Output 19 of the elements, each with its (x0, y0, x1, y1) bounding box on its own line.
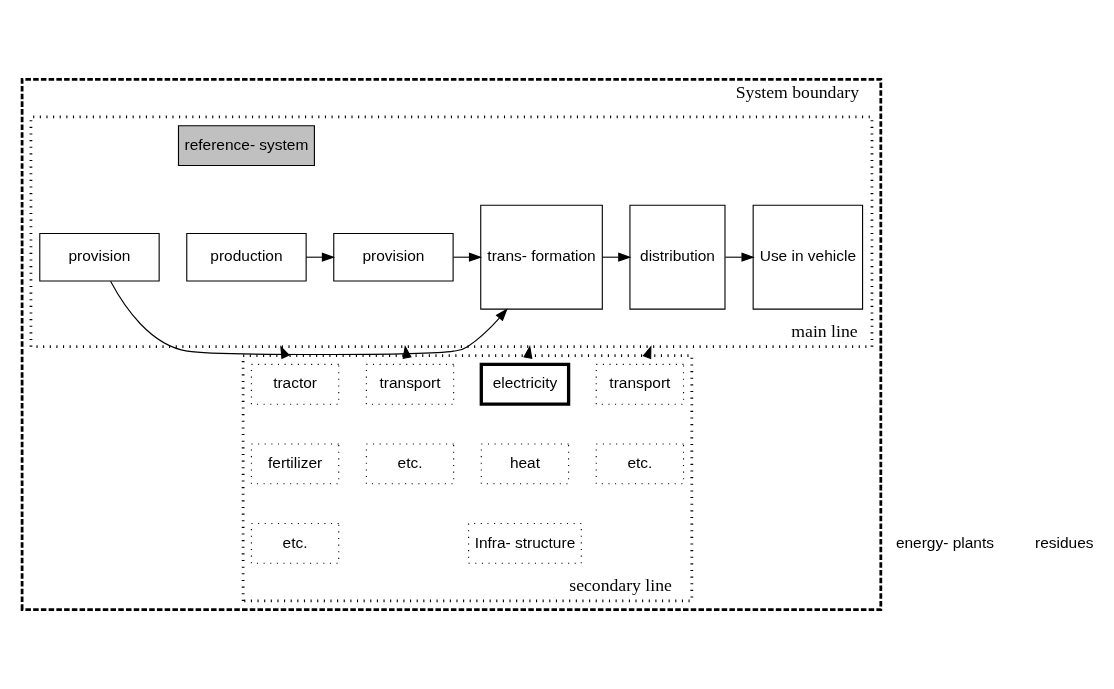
node-box: reference- system (177, 125, 315, 166)
node-box: etc. (365, 443, 455, 485)
node-box: provision (333, 232, 454, 282)
node-box: production (186, 232, 307, 282)
node-box: transport (595, 363, 685, 405)
node-box: etc. (595, 443, 685, 485)
label: residues (1035, 533, 1094, 551)
node-box: Infra- structure (468, 523, 582, 564)
node-box: transport (365, 363, 455, 405)
node-box: Use in vehicle (752, 204, 864, 310)
node-box: electricity (479, 362, 571, 406)
label: energy- plants (895, 533, 994, 551)
node-box: heat (480, 443, 570, 485)
node-box: tractor (250, 363, 340, 405)
node-box: etc. (250, 523, 340, 564)
node-box: trans- formation (480, 204, 603, 310)
node-box: fertilizer (250, 443, 340, 485)
node-box: distribution (629, 204, 726, 310)
node-box: provision (39, 232, 160, 282)
